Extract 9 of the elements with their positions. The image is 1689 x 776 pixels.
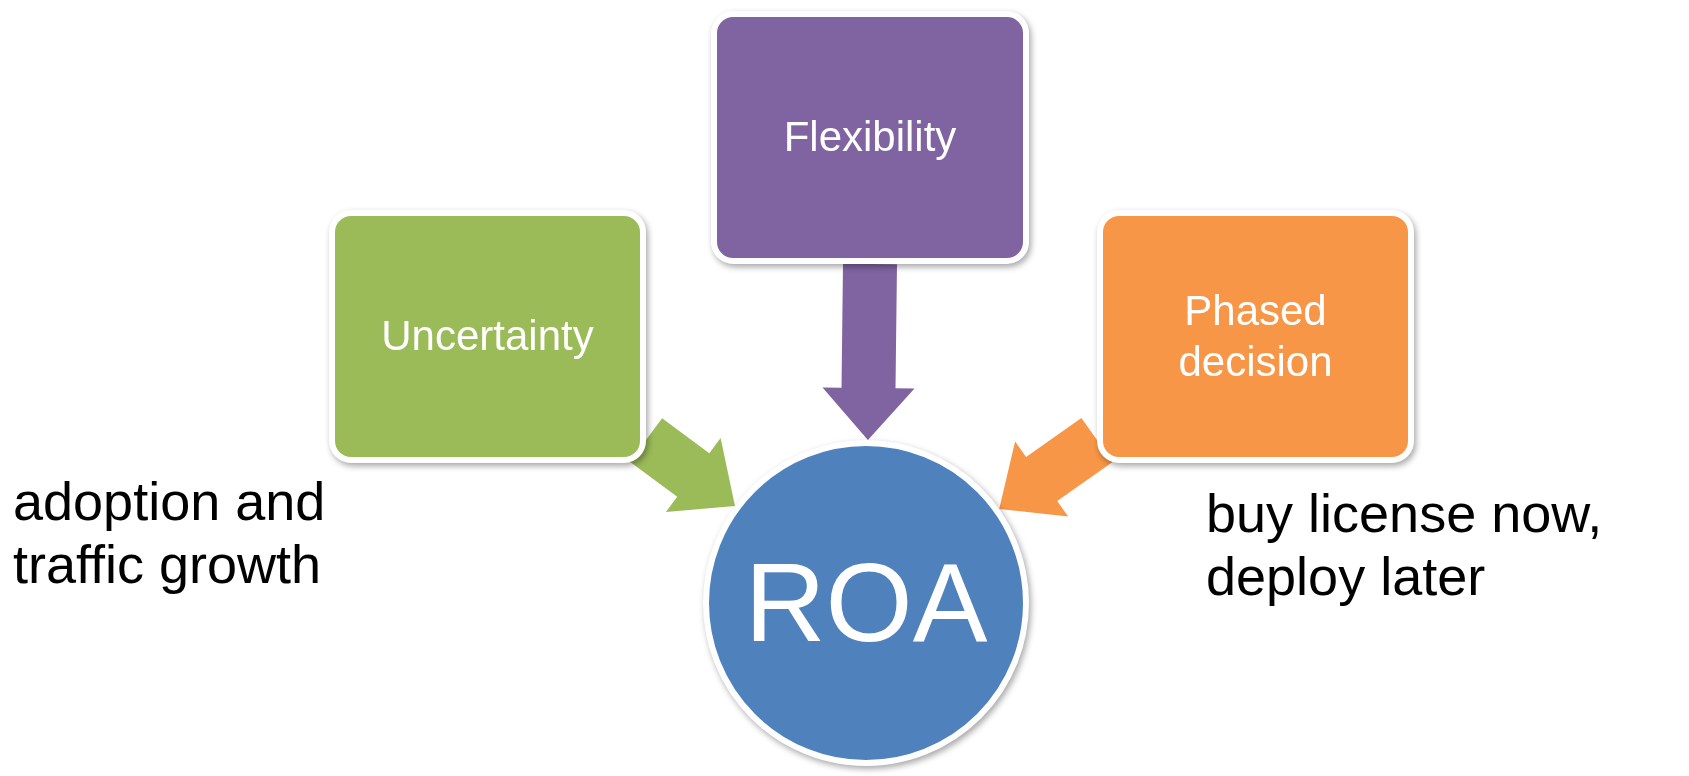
block-arrow — [822, 263, 915, 440]
node-label: Phased decision — [1177, 286, 1334, 387]
block-arrow — [629, 418, 735, 512]
example-note: adoption and traffic growth — [13, 470, 327, 597]
example-note: buy license now, deploy later — [1206, 482, 1604, 609]
node-label: Flexibility — [782, 112, 958, 163]
node-label: ROA — [743, 538, 989, 667]
block-arrow — [999, 417, 1113, 517]
node-label: Uncertainty — [380, 311, 595, 362]
